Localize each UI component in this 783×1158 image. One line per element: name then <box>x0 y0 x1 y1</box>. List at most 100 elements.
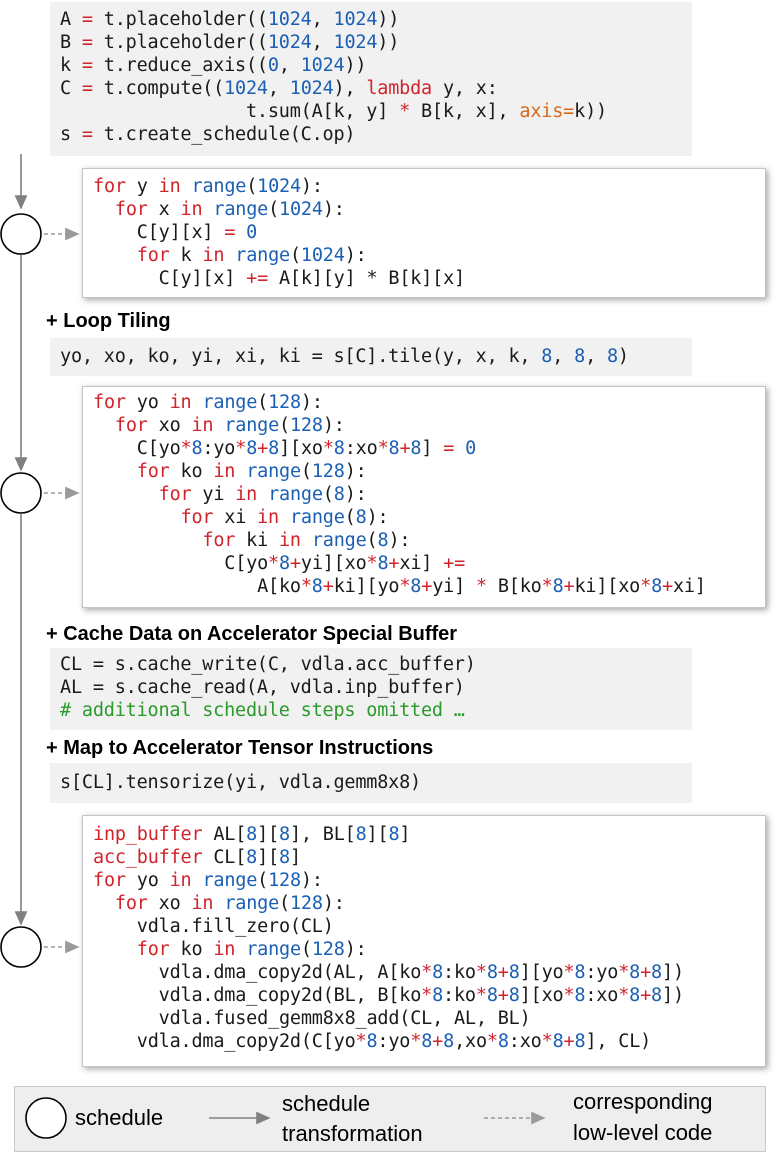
code-token: t.create_schedule(C.op) <box>92 124 356 145</box>
code-token: :ko <box>443 962 476 983</box>
code-line: for ko in range(128): <box>93 460 755 483</box>
code-token: ( <box>246 176 258 197</box>
code-line: C[yo*8+yi][xo*8+xi] += <box>93 552 755 575</box>
code-token: for <box>93 870 126 891</box>
code-token: * <box>475 985 487 1006</box>
code-token: , <box>552 346 575 367</box>
schedule-circle-3 <box>0 926 42 968</box>
code-token: * <box>541 576 553 597</box>
code-token: range <box>268 484 323 505</box>
code-token: range <box>202 392 258 413</box>
code-token: ): <box>366 507 389 528</box>
cache-schedule-code: CL = s.cache_write(C, vdla.acc_buffer)AL… <box>50 648 692 730</box>
code-token: xi] <box>399 553 444 574</box>
code-line: inp_buffer AL[8][8], BL[8][8] <box>93 823 755 846</box>
code-token: * <box>541 1031 553 1052</box>
code-token: + <box>388 553 400 574</box>
code-token: AL = s.cache_read(A, vdla.inp_buffer) <box>60 677 465 698</box>
code-token: 8 <box>651 576 663 597</box>
code-line: for yo in range(128): <box>93 869 755 892</box>
code-token: + <box>399 438 411 459</box>
code-token: yi] <box>432 576 476 597</box>
code-token: * <box>475 576 487 597</box>
code-token: = <box>81 78 93 99</box>
code-token: )) <box>377 9 400 30</box>
code-token: 8 <box>377 553 389 574</box>
code-token: * <box>410 1031 422 1052</box>
code-line: for xo in range(128): <box>93 414 755 437</box>
code-line: CL = s.cache_write(C, vdla.acc_buffer) <box>60 653 682 676</box>
code-token: CL[ <box>202 847 247 868</box>
code-token: ) <box>617 346 629 367</box>
code-line: vdla.dma_copy2d(C[yo*8:yo*8+8,xo*8:xo*8+… <box>93 1030 755 1053</box>
heading-tensorize: + Map to Accelerator Tensor Instructions <box>46 737 434 759</box>
code-line: B = t.placeholder((1024, 1024)) <box>60 31 682 54</box>
code-token: = <box>81 55 93 76</box>
code-token <box>93 245 137 266</box>
code-token: * <box>563 985 575 1006</box>
code-token <box>213 415 224 436</box>
code-token: :yo <box>585 962 619 983</box>
lowlevel-code-tensorized: inp_buffer AL[8][8], BL[8][8]acc_buffer … <box>82 815 766 1067</box>
code-token: + <box>432 1031 444 1052</box>
code-token: ( <box>279 893 290 914</box>
code-token: )) <box>377 32 400 53</box>
code-line: C[y][x] = 0 <box>93 221 755 244</box>
code-token: range <box>235 245 290 266</box>
code-token <box>257 484 268 505</box>
code-line: vdla.fill_zero(CL) <box>93 915 755 938</box>
code-token: 1024 <box>267 32 312 53</box>
code-token: 1024 <box>333 9 378 30</box>
code-token: vdla.fill_zero(CL) <box>93 916 334 937</box>
code-token: x <box>147 199 181 220</box>
heading-cache-data: + Cache Data on Accelerator Special Buff… <box>46 623 458 645</box>
code-token: k <box>60 55 82 76</box>
code-token: 8 <box>355 507 367 528</box>
code-token: C[y][x] <box>93 222 225 243</box>
code-token: :yo <box>202 438 236 459</box>
code-token: t.placeholder(( <box>92 32 268 53</box>
code-token: 8 <box>410 576 422 597</box>
code-token: 1024 <box>300 55 345 76</box>
code-token: range <box>289 507 345 528</box>
code-token: * <box>377 438 389 459</box>
code-token: ): <box>344 939 367 960</box>
code-token: ][xo <box>279 438 323 459</box>
code-token: vdla.dma_copy2d(C[yo <box>93 1031 356 1052</box>
code-token: for <box>136 245 170 266</box>
code-token: xo <box>147 415 192 436</box>
code-token: = <box>81 124 93 145</box>
code-token: 8 <box>552 1031 564 1052</box>
code-token: t.sum(A[k, y] <box>60 101 400 122</box>
schedule-circle-1 <box>0 213 42 255</box>
code-token: range <box>191 176 247 197</box>
legend-lowlevel-label-2: low-level code <box>573 1120 713 1145</box>
code-line: for ki in range(8): <box>93 529 755 552</box>
code-token: in <box>213 939 236 960</box>
legend: schedule schedule transformation corresp… <box>14 1086 766 1152</box>
code-token: * <box>618 962 630 983</box>
code-token: 8 <box>333 484 345 505</box>
code-token <box>301 530 312 551</box>
code-token <box>191 870 202 891</box>
code-line: for x in range(1024): <box>93 198 755 221</box>
code-token: ][ <box>366 824 389 845</box>
code-token: 8 <box>311 576 323 597</box>
code-token: ): <box>300 392 323 413</box>
code-token: 8 <box>268 438 280 459</box>
heading-loop-tiling: + Loop Tiling <box>46 310 171 332</box>
code-token: * <box>322 438 334 459</box>
code-token: + <box>640 985 652 1006</box>
legend-transformation-label-2: transformation <box>282 1121 423 1146</box>
code-token: 8 <box>443 1031 455 1052</box>
code-token: = <box>443 438 455 459</box>
code-token: ): <box>344 484 367 505</box>
code-token: for <box>114 199 148 220</box>
code-token: ]) <box>662 985 684 1006</box>
code-token: 8 <box>246 438 258 459</box>
code-token: += <box>443 553 466 574</box>
code-token: ( <box>289 245 301 266</box>
code-token: in <box>235 484 258 505</box>
code-token: 8 <box>629 962 641 983</box>
code-token <box>279 507 290 528</box>
